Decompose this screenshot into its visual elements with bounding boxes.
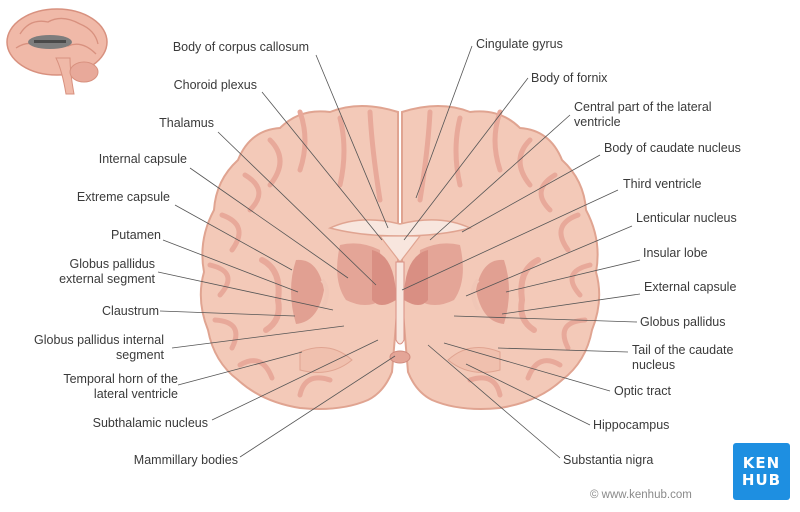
label-lenticular-nucleus: Lenticular nucleus [636,211,737,225]
label-putamen: Putamen [110,228,161,242]
coronal-section [199,105,601,410]
label-claustrum: Claustrum [102,304,159,318]
label-optic-tract: Optic tract [614,384,671,398]
label-external-capsule: External capsule [644,280,737,294]
label-body-of-caudate-nucleus: Body of caudate nucleus [604,141,741,155]
label-subthalamic-nucleus: Subthalamic nucleus [92,416,208,430]
label-extreme-capsule: Extreme capsule [76,190,170,204]
label-thalamus: Thalamus [159,116,214,130]
label-mammillary-bodies: Mammillary bodies [133,453,238,467]
logo-line-2: HUB [741,470,782,489]
label-hippocampus: Hippocampus [593,418,670,432]
label-cingulate-gyrus: Cingulate gyrus [476,37,563,51]
kenhub-logo[interactable]: KEN HUB [733,443,790,500]
label-substantia-nigra: Substantia nigra [563,453,654,467]
label-choroid-plexus: Choroid plexus [173,78,257,92]
sagittal-brain-thumbnail [6,8,108,95]
label-body-of-corpus-callosum: Body of corpus callosum [172,40,309,54]
leader-lines [157,45,641,459]
label-internal-capsule: Internal capsule [98,152,187,166]
logo-line-1: KEN [742,453,781,472]
label-third-ventricle: Third ventricle [623,177,702,191]
label-body-of-fornix: Body of fornix [531,71,608,85]
copyright-text: © www.kenhub.com [590,489,692,501]
label-globus-pallidus: Globus pallidus [640,315,726,329]
label-insular-lobe: Insular lobe [643,246,708,260]
